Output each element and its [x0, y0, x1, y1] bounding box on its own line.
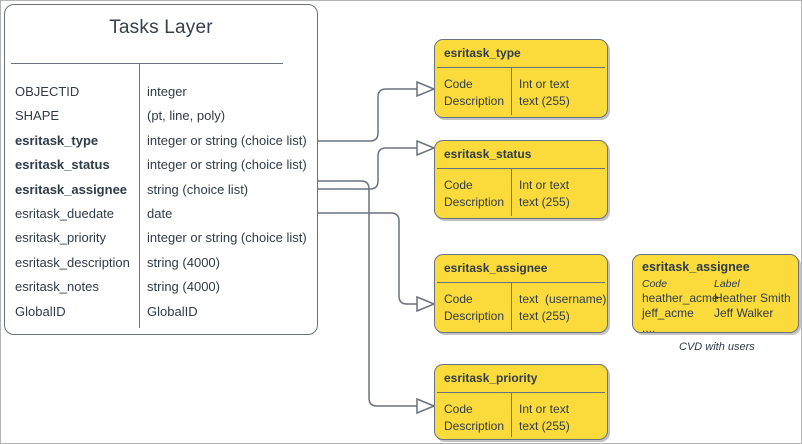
connector-to-priority	[318, 180, 417, 407]
domain-field-types: text (username) text (255)	[519, 292, 607, 323]
field-name: SHAPE	[15, 108, 60, 124]
domain-field-names: Code Description	[444, 77, 505, 108]
field-name: esritask_duedate	[15, 205, 115, 221]
field-name: esritask_notes	[15, 279, 99, 295]
connector-to-assignee	[318, 212, 417, 305]
field-name: esritask_assignee	[15, 181, 128, 197]
domain-field-types: Int or text text (255)	[519, 402, 570, 433]
column-divider	[511, 168, 512, 216]
arrowhead-status	[416, 139, 436, 157]
arrowhead-priority	[416, 397, 436, 415]
cvd-column-header-label: Label	[714, 278, 740, 290]
list-item: ....	[633, 321, 798, 336]
header-divider	[437, 282, 605, 283]
cvd-code: ....	[642, 321, 656, 335]
field-type: string (4000)	[147, 279, 220, 295]
table-row: GlobalID GlobalID	[5, 304, 317, 328]
column-divider	[511, 392, 512, 437]
table-row: esritask_description string (4000)	[5, 255, 317, 279]
field-type: date	[147, 205, 173, 221]
field-type: string (choice list)	[147, 181, 249, 197]
table-row: esritask_type integer or string (choice …	[5, 133, 317, 157]
field-name: GlobalID	[15, 303, 66, 319]
field-type: integer	[147, 84, 187, 99]
list-item: jeff_acme Jeff Walker	[633, 306, 798, 321]
table-row: esritask_status integer or string (choic…	[5, 157, 317, 181]
cvd-header: esritask_assignee	[642, 260, 750, 274]
connector-to-type	[318, 88, 417, 142]
page-title: Tasks Layer	[109, 17, 213, 38]
header-divider	[437, 67, 605, 68]
field-type: (pt, line, poly)	[147, 108, 226, 124]
table-row: OBJECTID integer	[5, 84, 317, 108]
domain-field-names: Code Description	[444, 178, 505, 209]
list-item: heather_acme Heather Smith	[633, 291, 798, 306]
field-name: esritask_priority	[15, 230, 107, 246]
domain-box-esritask-status: esritask_status Code Description Int or …	[434, 140, 608, 219]
cvd-label: Heather Smith	[714, 291, 791, 305]
field-type: GlobalID	[147, 303, 198, 319]
field-type: integer or string (choice list)	[147, 157, 307, 173]
domain-box-esritask-assignee: esritask_assignee Code Description text …	[434, 254, 608, 333]
domain-box-esritask-type: esritask_type Code Description Int or te…	[434, 39, 608, 118]
table-row: esritask_notes string (4000)	[5, 279, 317, 303]
table-row: esritask_assignee string (choice list)	[5, 182, 317, 206]
domain-box-header: esritask_assignee	[444, 261, 548, 275]
arrowhead-type	[416, 80, 436, 98]
field-name: esritask_description	[15, 254, 130, 270]
table-row: esritask_priority integer or string (cho…	[5, 230, 317, 254]
domain-box-header: esritask_type	[444, 46, 521, 60]
domain-field-types: Int or text text (255)	[519, 77, 570, 108]
field-type: integer or string (choice list)	[147, 132, 307, 148]
field-name: OBJECTID	[15, 84, 80, 99]
cvd-column-header-code: Code	[642, 278, 668, 290]
domain-field-types: Int or text text (255)	[519, 178, 570, 209]
cvd-code: jeff_acme	[642, 306, 694, 320]
column-divider	[511, 282, 512, 330]
column-divider	[139, 63, 140, 328]
field-list: OBJECTID integer SHAPE (pt, line, poly) …	[5, 84, 317, 328]
domain-box-header: esritask_status	[444, 147, 532, 161]
field-type: string (4000)	[147, 254, 220, 270]
domain-box-esritask-priority: esritask_priority Code Description Int o…	[434, 364, 608, 440]
domain-field-names: Code Description	[444, 292, 505, 323]
cvd-row-list: heather_acme Heather Smith jeff_acme Jef…	[633, 291, 798, 336]
domain-field-names: Code Description	[444, 402, 505, 433]
header-divider	[437, 392, 605, 393]
field-name: esritask_status	[15, 157, 110, 173]
cvd-caption: CVD with users	[679, 341, 755, 353]
header-divider	[11, 63, 283, 64]
cvd-sample-box: esritask_assignee Code Label heather_acm…	[632, 254, 799, 336]
table-row: SHAPE (pt, line, poly)	[5, 108, 317, 132]
domain-box-header: esritask_priority	[444, 371, 538, 385]
table-row: esritask_duedate date	[5, 206, 317, 230]
column-divider	[511, 67, 512, 115]
connector-to-status	[318, 147, 417, 190]
field-type: integer or string (choice list)	[147, 230, 307, 246]
header-divider	[437, 168, 605, 169]
cvd-code: heather_acme	[642, 291, 719, 305]
cvd-label: Jeff Walker	[714, 306, 774, 320]
arrowhead-assignee	[416, 295, 436, 313]
field-name: esritask_type	[15, 132, 99, 148]
tasks-layer-entity: Tasks Layer OBJECTID integer SHAPE (pt, …	[4, 4, 318, 335]
